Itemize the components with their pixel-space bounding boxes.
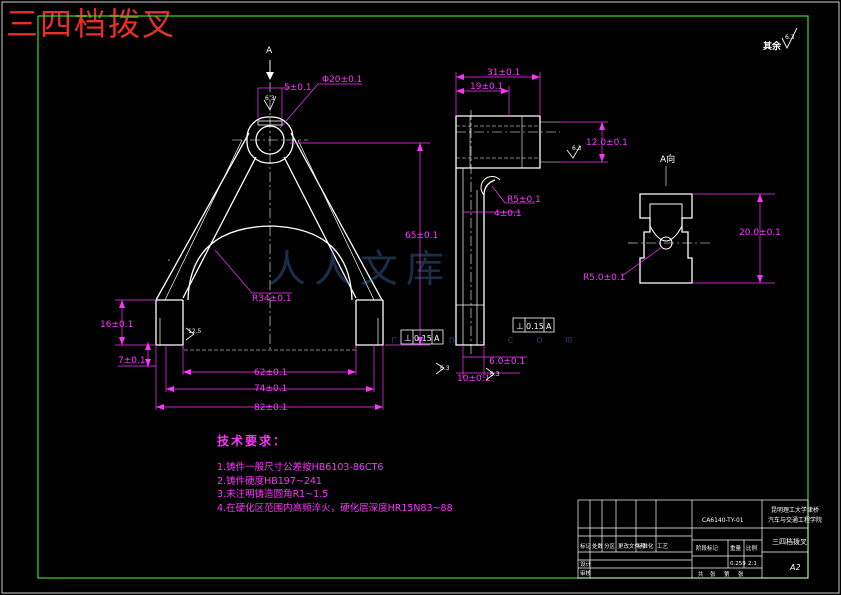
tb-sign-2: 标准化 [637,542,654,550]
tech-item: 4.在硬化区范围内高频淬火，硬化层深度HR15N83~88 [217,502,453,514]
tech-heading: 技术要求： [217,434,288,448]
side-view [455,110,560,355]
drawing-title: 三四档拨叉 [6,5,177,43]
svg-text:⊥: ⊥ [516,322,524,332]
tb-school-1: 昆明理工大学津桥 [771,506,819,514]
dim-12: 12.0±0.1 [586,138,628,148]
tolerance-left-datum: A [434,334,440,343]
tb-sign-4: 工艺 [657,543,669,550]
tb-row-1: 标记 [580,542,592,550]
front-view-dimensions [115,83,430,410]
side-view-dimension-text: 31±0.1 19±0.1 12.0±0.1 R5±0.1 4±0.1 6.0±… [457,68,628,384]
side-view-dimensions [455,72,608,378]
dim-19: 19±0.1 [470,82,503,92]
a-view-label: A向 [660,153,675,165]
dim-16: 16±0.1 [100,320,133,330]
surface-mark-stem-a: 6.3 [435,362,450,375]
tolerance-right-value: 0.15 [526,322,544,331]
tech-item: 3.未注明铸造圆角R1~1.5 [217,489,329,500]
front-view-dimension-text: 5±0.1 Φ20±0.1 65±0.1 R34±0.1 16±0.1 7±0.… [100,75,438,413]
title-block [577,499,809,579]
surface-mark-stem-b-value: 6.3 [490,371,500,378]
dim-5: 5±0.1 [284,83,312,93]
surface-mark-stem-a-value: 6.3 [440,365,450,372]
dim-4: 4±0.1 [494,209,522,219]
dim-phi20: Φ20±0.1 [322,75,362,85]
watermark: 人人文库 [268,247,453,291]
surface-mark-boss-value: 6.3 [572,145,582,152]
surface-mark-hub-value: 6.3 [265,95,275,102]
tb-weight: 0.259 [730,561,746,567]
surface-mark-prong-value: 12.5 [188,328,202,335]
tech-item: 2.铸件硬度HB197~241 [217,475,322,487]
tech-item: 1.铸件一般尺寸公差按HB6103-86CT6 [217,462,384,473]
section-marker-top: A [266,46,273,56]
roughness-label: 其余 [763,40,782,52]
surface-mark-prong: 12.5 [185,327,202,341]
tb-sheet-3: 第 [724,570,730,578]
tolerance-frame-left: ⊥ 0.15 A [400,329,444,345]
tb-sign-1: 设计 [580,560,592,568]
a-direction-view: A向 [628,153,712,284]
tolerance-frame-right: ⊥ 0.15 A [512,317,555,333]
dim-7: 7±0.1 [118,356,146,366]
tb-scale-label: 比例 [746,544,758,552]
roughness-default: 其余 6.3 [763,27,798,52]
dim-10: 10±0.1 [457,374,490,384]
title-block-text: CA6140-TY-01 昆明理工大学津桥 汽车与交通工程学院 三四档拨叉 A2… [580,506,822,578]
dim-31: 31±0.1 [487,68,520,78]
dim-82: 82±0.1 [254,403,287,413]
dim-62: 62±0.1 [254,368,287,378]
tb-part-name: 三四档拨叉 [772,537,807,546]
roughness-value: 6.3 [785,34,795,41]
tb-sheet-2: 张 [710,570,716,578]
dim-r5-0: R5.0±0.1 [583,273,625,283]
tb-stage-label: 阶段标记 [696,544,719,552]
tb-school-2: 汽车与交通工程学院 [768,516,822,524]
tb-sheet-1: 共 [698,570,704,578]
dim-r5: R5±0.1 [507,195,541,205]
a-view-dimension-text: 20.0±0.1 R5.0±0.1 [583,228,781,283]
tb-sheet-4: 张 [738,570,744,578]
surface-mark-hub: 6.3 [263,95,277,111]
tolerance-right-datum: A [546,322,552,331]
tb-row-3: 分区 [604,542,616,550]
tb-row-4: 更改文件号 [618,542,646,550]
svg-text:⊥: ⊥ [404,334,412,344]
dim-65: 65±0.1 [405,231,438,241]
a-view-dimensions [621,193,775,284]
tb-scale: 2:1 [748,561,757,567]
front-view: A [155,46,384,351]
tb-row-2: 处数 [592,542,604,550]
watermark-sub: r e n . c o m [390,333,581,346]
technical-requirements: 技术要求： 1.铸件一般尺寸公差按HB6103-86CT6 2.铸件硬度HB19… [217,432,453,515]
dim-r34: R34±0.1 [252,294,292,304]
dim-6: 6.0±0.1 [489,357,525,367]
surface-mark-boss: 6.3 [566,145,582,159]
tb-sheet-size: A2 [789,563,801,572]
surface-mark-stem-b: 6.3 [485,367,500,381]
dim-20: 20.0±0.1 [739,228,781,238]
dim-74: 74±0.1 [254,384,287,394]
tb-drawing-no: CA6140-TY-01 [702,517,744,524]
tolerance-left-value: 0.15 [414,334,432,343]
tb-weight-label: 重量 [730,544,742,552]
drawing-frame [37,15,809,579]
tb-sign-3: 审核 [580,569,592,577]
